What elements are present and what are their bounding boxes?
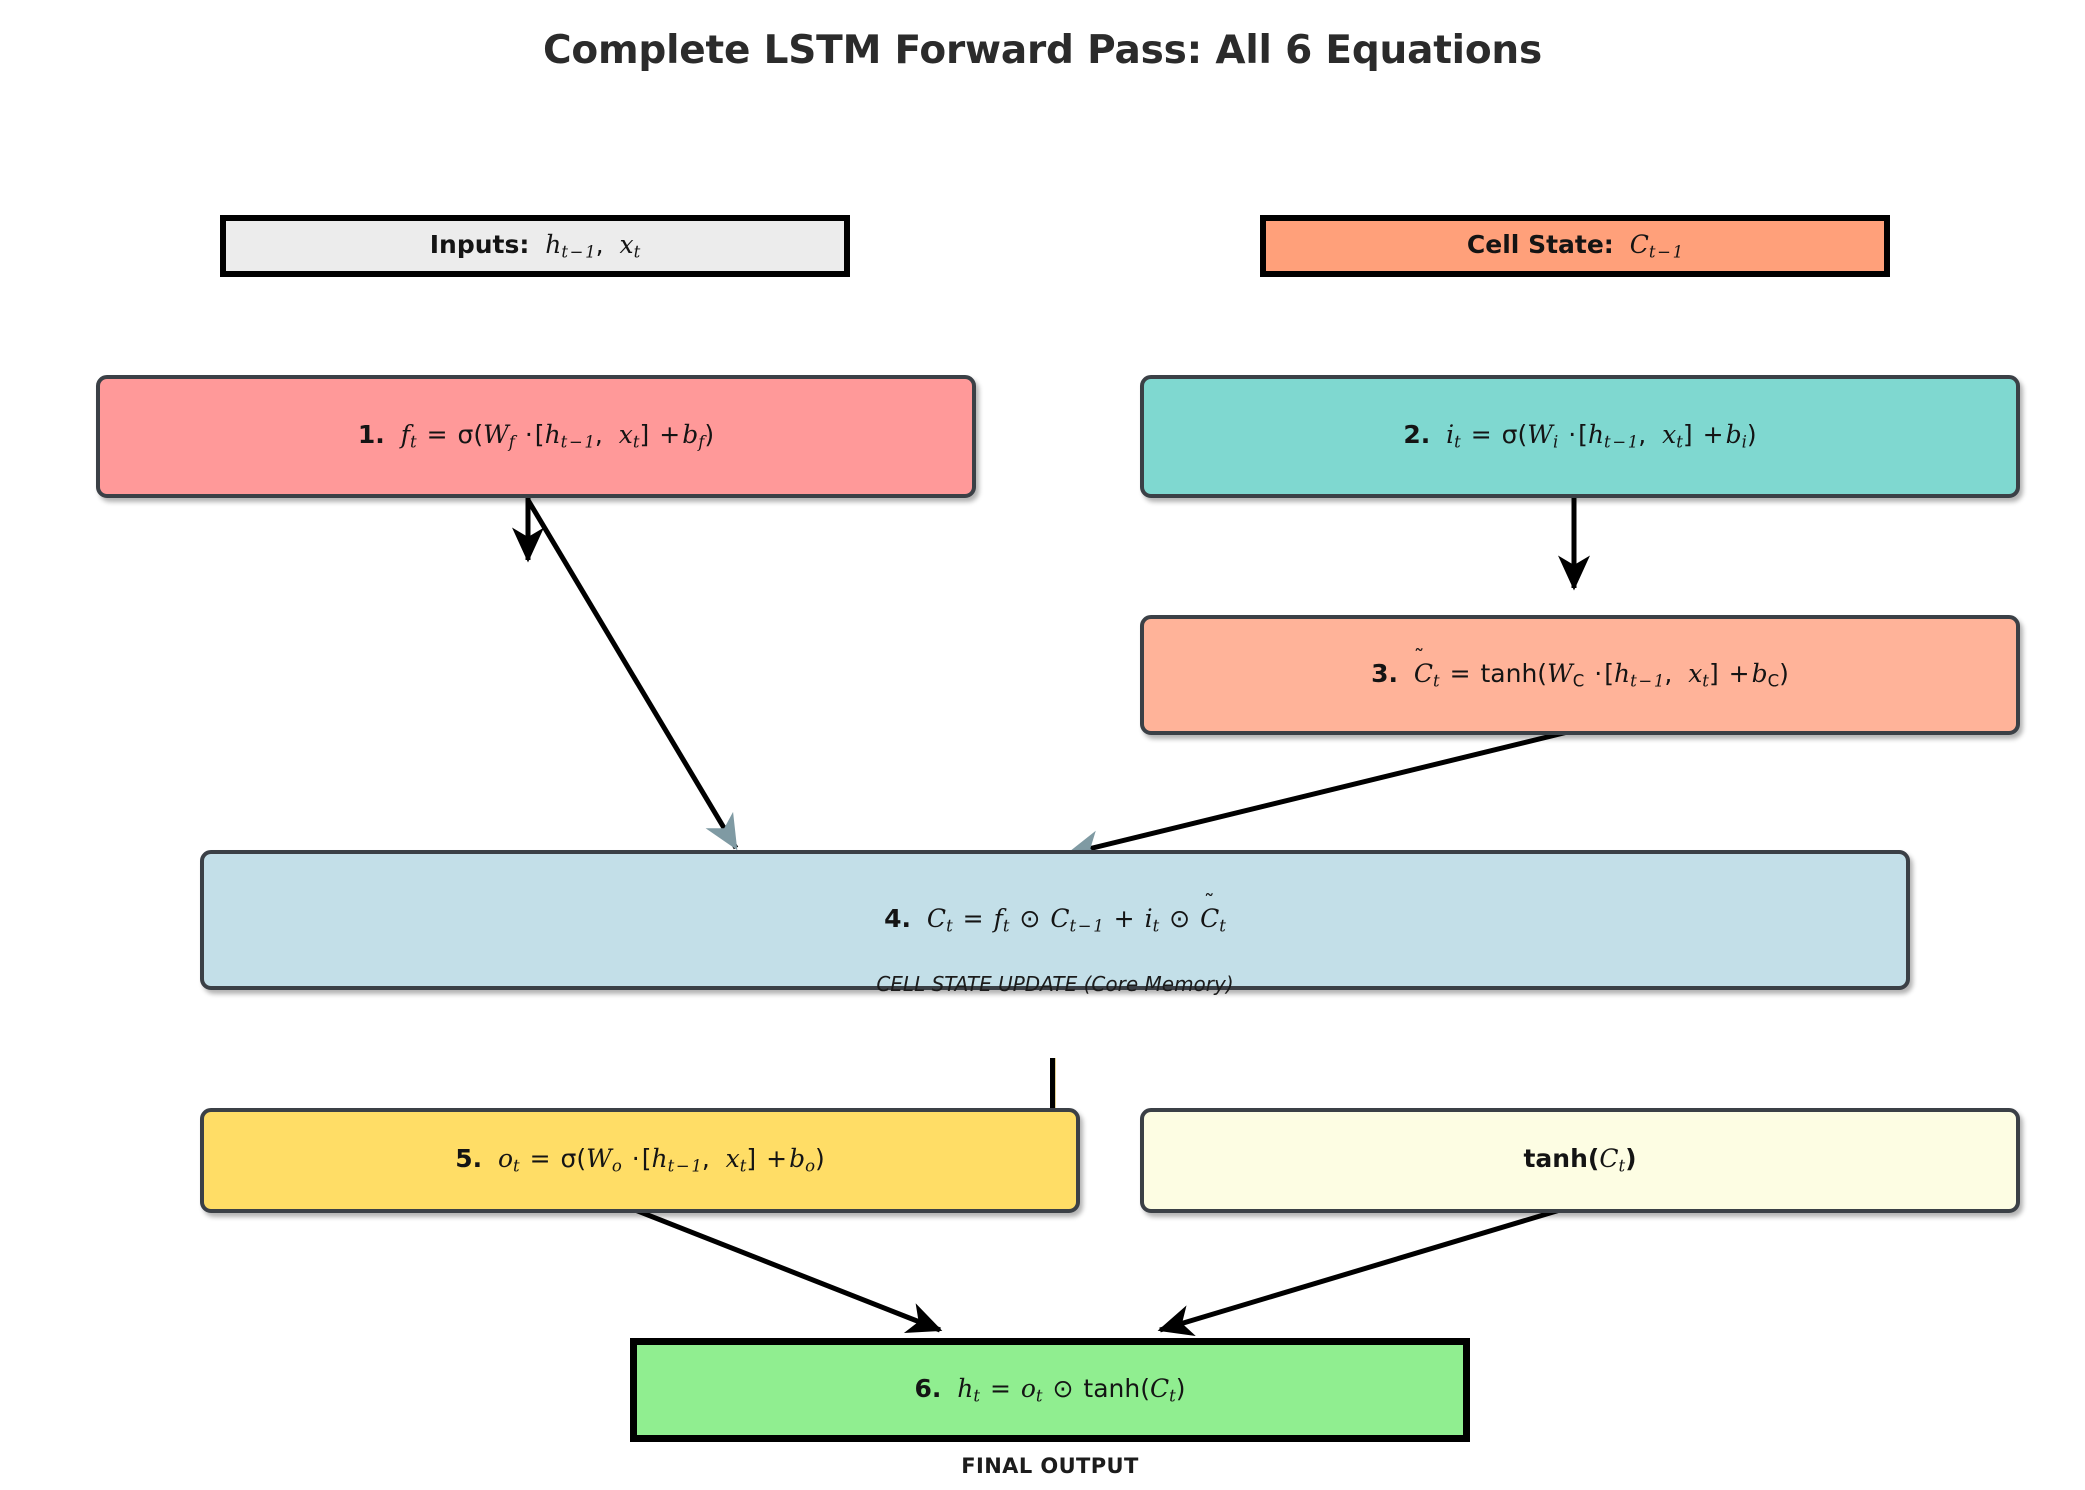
page-title: Complete LSTM Forward Pass: All 6 Equati… — [542, 28, 1543, 73]
equation-1-text: 1. ft = σ(Wf ·[ht − 1, xt] +bf) — [357, 420, 715, 452]
cell-state-prev-label: Cell State: Ct − 1 — [1466, 229, 1684, 262]
equation-6-hidden-state-output: 6. ht = ot ⊙ tanh(Ct) — [630, 1338, 1470, 1442]
equation-5-text: 5. ot = σ(Wo ·[ht − 1, xt] +bo) — [455, 1144, 825, 1176]
tanh-cell-state-text: tanh(Ct) — [1523, 1144, 1637, 1176]
arrow-eq4-to-eq5-stem — [1050, 1058, 1055, 1108]
equation-1-forget-gate: 1. ft = σ(Wf ·[ht − 1, xt] +bf) — [96, 375, 976, 498]
cell-state-update-caption: CELL STATE UPDATE (Core Memory) — [876, 972, 1234, 996]
equation-2-text: 2. it = σ(Wi ·[ht − 1, xt] +bi) — [1403, 420, 1757, 452]
equation-6-text: 6. ht = ot ⊙ tanh(Ct) — [914, 1373, 1186, 1406]
equation-4-cell-state-update: 4. Ct = ft ⊙ Ct − 1 + it ⊙ ˜Ct — [200, 850, 1910, 990]
arrow-eq1-to-eq4 — [525, 498, 739, 851]
cell-state-prev-box: Cell State: Ct − 1 — [1260, 215, 1890, 277]
equation-5-output-gate: 5. ot = σ(Wo ·[ht − 1, xt] +bo) — [200, 1108, 1080, 1213]
equation-3-candidate-cell-state: 3. ˜ Ct = tanh(WC ·[ht − 1, xt] +bC) — [1140, 615, 2020, 735]
inputs-label: Inputs: ht − 1, xt — [429, 229, 641, 262]
final-output-caption: FINAL OUTPUT — [961, 1454, 1139, 1478]
equation-4-text: 4. Ct = ft ⊙ Ct − 1 + it ⊙ ˜Ct — [884, 891, 1226, 936]
arrow-tanh-to-eq6 — [1157, 1207, 1561, 1336]
equation-3-text: 3. ˜ Ct = tanh(WC ·[ht − 1, xt] +bC) — [1371, 646, 1789, 691]
arrow-eq5-to-eq6 — [634, 1207, 943, 1333]
arrow-eq3-to-eq4 — [1065, 727, 1577, 862]
inputs-box: Inputs: ht − 1, xt — [220, 215, 850, 277]
tanh-cell-state-box: tanh(Ct) — [1140, 1108, 2020, 1213]
equation-2-input-gate: 2. it = σ(Wi ·[ht − 1, xt] +bi) — [1140, 375, 2020, 498]
